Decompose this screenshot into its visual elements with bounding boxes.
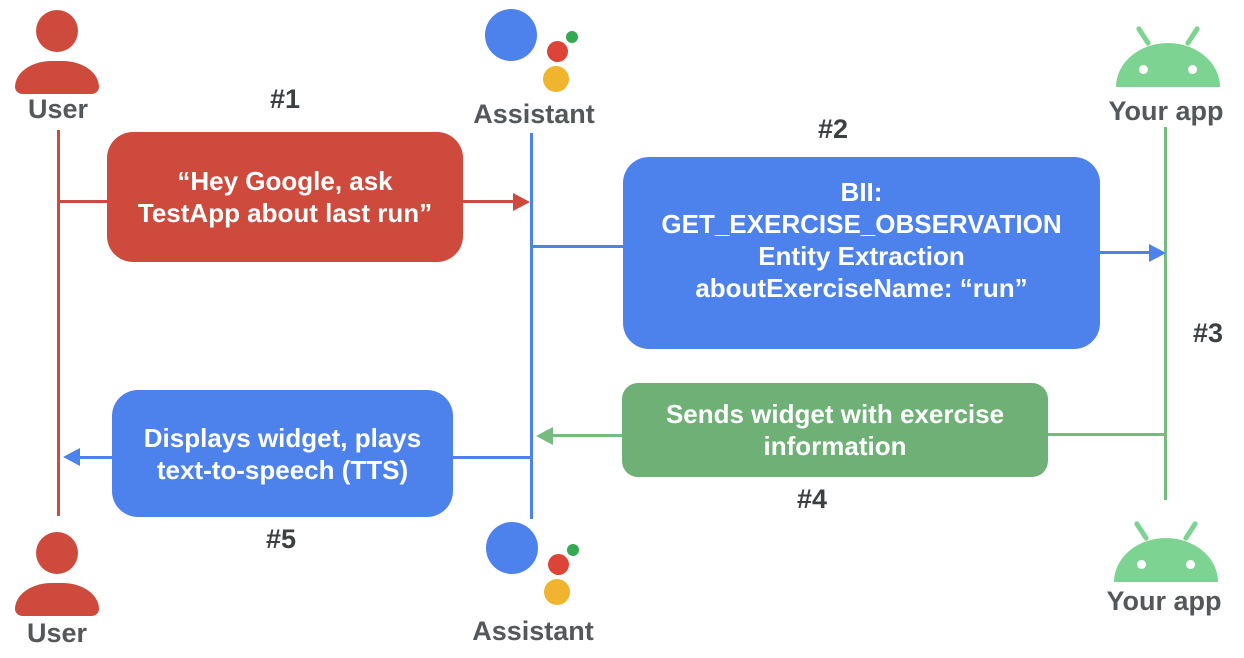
assistant-lifeline (530, 133, 533, 519)
flow1-arrowhead (513, 193, 530, 211)
flow2-arrowhead (1149, 244, 1166, 262)
message-line: aboutExerciseName: “run” (695, 273, 1028, 303)
step-label-2: #2 (817, 114, 849, 144)
user-top-label: User (27, 94, 89, 124)
flow5-arrowhead (63, 448, 80, 466)
message-box-tts: Displays widget, plays text-to-speech (T… (112, 390, 453, 517)
flow5-connector-right (453, 456, 531, 459)
android-antenna-right (1184, 25, 1201, 47)
user-icon-body (15, 61, 99, 94)
message-box-user-query: “Hey Google, ask TestApp about last run” (107, 132, 463, 262)
assistant-blue-circle (486, 522, 538, 574)
user-icon-head (36, 10, 78, 52)
app-bottom-label: Your app (1106, 586, 1222, 616)
step-label-4: #4 (796, 484, 828, 514)
message-line: information (763, 431, 907, 461)
user-bottom-label: User (26, 618, 88, 648)
android-head (1116, 43, 1220, 87)
android-head (1114, 538, 1218, 582)
user-icon-head (36, 532, 78, 574)
message-box-widget: Sends widget with exercise information (622, 383, 1048, 477)
user-icon-top (15, 10, 99, 95)
android-eye-right (1186, 560, 1195, 569)
step-label-3: #3 (1192, 318, 1224, 348)
assistant-icon-top (480, 6, 595, 94)
android-antenna-left (1135, 25, 1152, 47)
flow5-connector-left (80, 456, 113, 459)
step-label-5: #5 (265, 524, 297, 554)
assistant-blue-circle (485, 9, 537, 61)
flow4-connector-right (1048, 433, 1165, 436)
flow1-connector-right (463, 200, 514, 203)
assistant-icon-bottom (481, 519, 596, 607)
message-line: Displays widget, plays (143, 422, 422, 453)
user-icon-body (15, 583, 99, 616)
app-top-label: Your app (1108, 96, 1224, 126)
flow1-connector-left (58, 200, 108, 203)
message-box-bii: BII: GET_EXERCISE_OBSERVATION Entity Ext… (623, 157, 1100, 349)
message-line: Sends widget with exercise (665, 399, 1005, 429)
android-antenna-left (1133, 520, 1150, 542)
app-lifeline (1164, 127, 1167, 500)
assistant-green-dot (566, 31, 578, 43)
assistant-green-dot (567, 544, 579, 556)
android-eye-right (1188, 65, 1197, 74)
message-line: Entity Extraction (758, 241, 965, 271)
step-label-1: #1 (269, 84, 301, 114)
message-line: text-to-speech (TTS) (156, 454, 409, 485)
android-icon-bottom (1114, 520, 1218, 582)
assistant-red-dot (548, 554, 569, 575)
assistant-bottom-label: Assistant (472, 616, 594, 646)
android-icon-top (1116, 25, 1220, 87)
flow4-arrowhead (536, 427, 553, 445)
message-line: BII: (840, 177, 883, 207)
android-antenna-right (1182, 520, 1199, 542)
flow2-connector-left (532, 245, 624, 248)
assistant-yellow-dot (543, 66, 569, 92)
android-eye-left (1139, 65, 1148, 74)
android-eye-left (1137, 560, 1146, 569)
message-line: GET_EXERCISE_OBSERVATION (661, 209, 1062, 239)
flow4-connector-left (552, 434, 622, 437)
assistant-yellow-dot (544, 579, 570, 605)
assistant-red-dot (547, 41, 568, 62)
assistant-top-label: Assistant (473, 99, 595, 129)
message-line: “Hey Google, ask (177, 166, 393, 196)
user-lifeline (57, 130, 60, 516)
flow2-connector-right (1100, 251, 1150, 254)
user-icon-bottom (15, 532, 99, 617)
message-line: TestApp about last run” (137, 198, 433, 228)
